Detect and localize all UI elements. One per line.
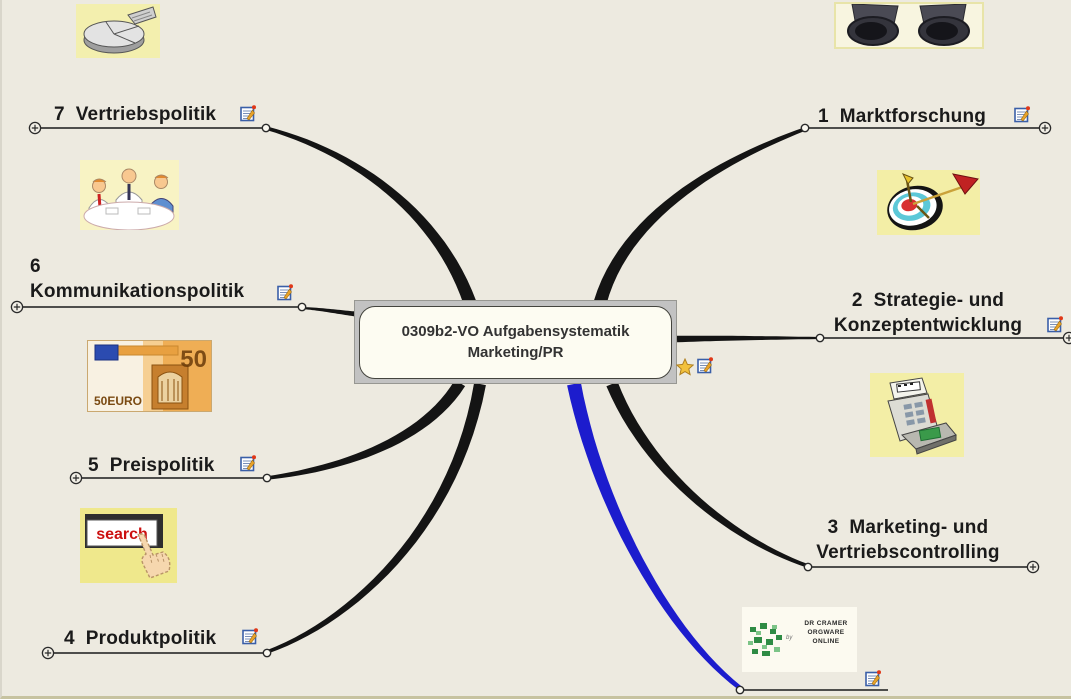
branch-curve-vertriebspolitik	[265, 126, 477, 306]
branch-curve-marktforschung	[593, 127, 806, 305]
junction-dot-vertriebspolitik	[261, 123, 271, 133]
notes-icon[interactable]	[1013, 105, 1032, 124]
expand-plus-icon-marktforschung[interactable]	[1038, 121, 1052, 135]
junction-dot-preispolitik	[262, 473, 272, 483]
expand-plus-icon-controlling[interactable]	[1026, 560, 1040, 574]
binoculars-image[interactable]	[834, 2, 984, 49]
notes-icon[interactable]	[239, 104, 258, 123]
central-topic-label: 0309b2-VO Aufgabensystematik Marketing/P…	[401, 322, 630, 361]
expand-plus-icon-vertriebspolitik[interactable]	[28, 121, 42, 135]
topic-produktpolitik[interactable]: 4 Produktpolitik	[64, 628, 217, 649]
search-hand-clipart: search	[85, 514, 171, 579]
pie-chart-clipart	[83, 6, 157, 54]
notes-icon[interactable]	[696, 356, 715, 375]
topic-preispolitik[interactable]: 5 Preispolitik	[88, 455, 215, 476]
expand-plus-icon-produktpolitik[interactable]	[41, 646, 55, 660]
expand-plus-icon-kommunikation[interactable]	[10, 300, 24, 314]
notes-icon[interactable]	[239, 454, 258, 473]
meeting-image[interactable]	[80, 160, 179, 231]
junction-dot-strategie	[815, 333, 825, 343]
notes-icon[interactable]	[241, 627, 260, 646]
central-topic-box: 0309b2-VO Aufgabensystematik Marketing/P…	[359, 306, 672, 379]
branch-curve-kommunikation	[301, 307, 357, 317]
topic-kommunikationspolitik[interactable]: 6 Kommunikationspolitik	[30, 256, 245, 302]
junction-dot-controlling	[803, 562, 813, 572]
branch-curve-produktpolitik	[266, 382, 486, 654]
topic-controlling[interactable]: 3 Marketing- und Vertriebscontrolling	[816, 517, 1000, 563]
logo-green-map	[748, 623, 782, 656]
euro-big-number: 50	[180, 346, 207, 373]
target-image[interactable]	[877, 170, 980, 235]
notes-icon[interactable]	[1046, 315, 1065, 334]
logo-by-text: by	[786, 635, 793, 641]
junction-dot-marktforschung	[800, 123, 810, 133]
search-button-text: search	[96, 526, 148, 543]
notes-icon[interactable]	[276, 283, 295, 302]
branch-curve-logo-link	[567, 382, 742, 690]
euro-note-image[interactable]: 50 50EURO	[87, 340, 212, 412]
cash-register-clipart	[887, 377, 957, 455]
euro-bottom-text: 50EURO	[94, 394, 142, 408]
target-arrows-clipart	[887, 173, 979, 231]
topic-marktforschung[interactable]: 1 Marktforschung	[818, 106, 987, 127]
notes-icon[interactable]	[864, 669, 883, 688]
euro-note-clipart: 50 50EURO	[94, 341, 211, 411]
search-hand-image[interactable]: search	[80, 508, 177, 583]
topic-vertriebspolitik[interactable]: 7 Vertriebspolitik	[54, 104, 217, 125]
branch-curve-preispolitik	[266, 379, 466, 480]
branch-curve-strategie	[676, 335, 820, 343]
binoculars-clipart	[847, 3, 970, 46]
central-topic[interactable]: 0309b2-VO Aufgabensystematik Marketing/P…	[354, 300, 677, 384]
branch-curve-controlling	[606, 381, 809, 568]
logo-text: DR CRAMER ORGWARE ONLINE	[804, 620, 848, 645]
orgware-logo-image[interactable]: by DR CRAMER ORGWARE ONLINE	[742, 607, 857, 672]
meeting-people-clipart	[83, 168, 175, 231]
pie-chart-image[interactable]	[76, 4, 160, 58]
junction-dot-logo-link	[735, 685, 745, 695]
expand-plus-icon-strategie[interactable]	[1062, 331, 1071, 345]
junction-dot-produktpolitik	[262, 648, 272, 658]
expand-plus-icon-preispolitik[interactable]	[69, 471, 83, 485]
topic-strategie[interactable]: 2 Strategie- und Konzeptentwicklung	[833, 290, 1023, 336]
junction-dot-kommunikation	[297, 302, 307, 312]
star-icon[interactable]	[676, 358, 694, 376]
cash-register-image[interactable]	[870, 373, 964, 457]
